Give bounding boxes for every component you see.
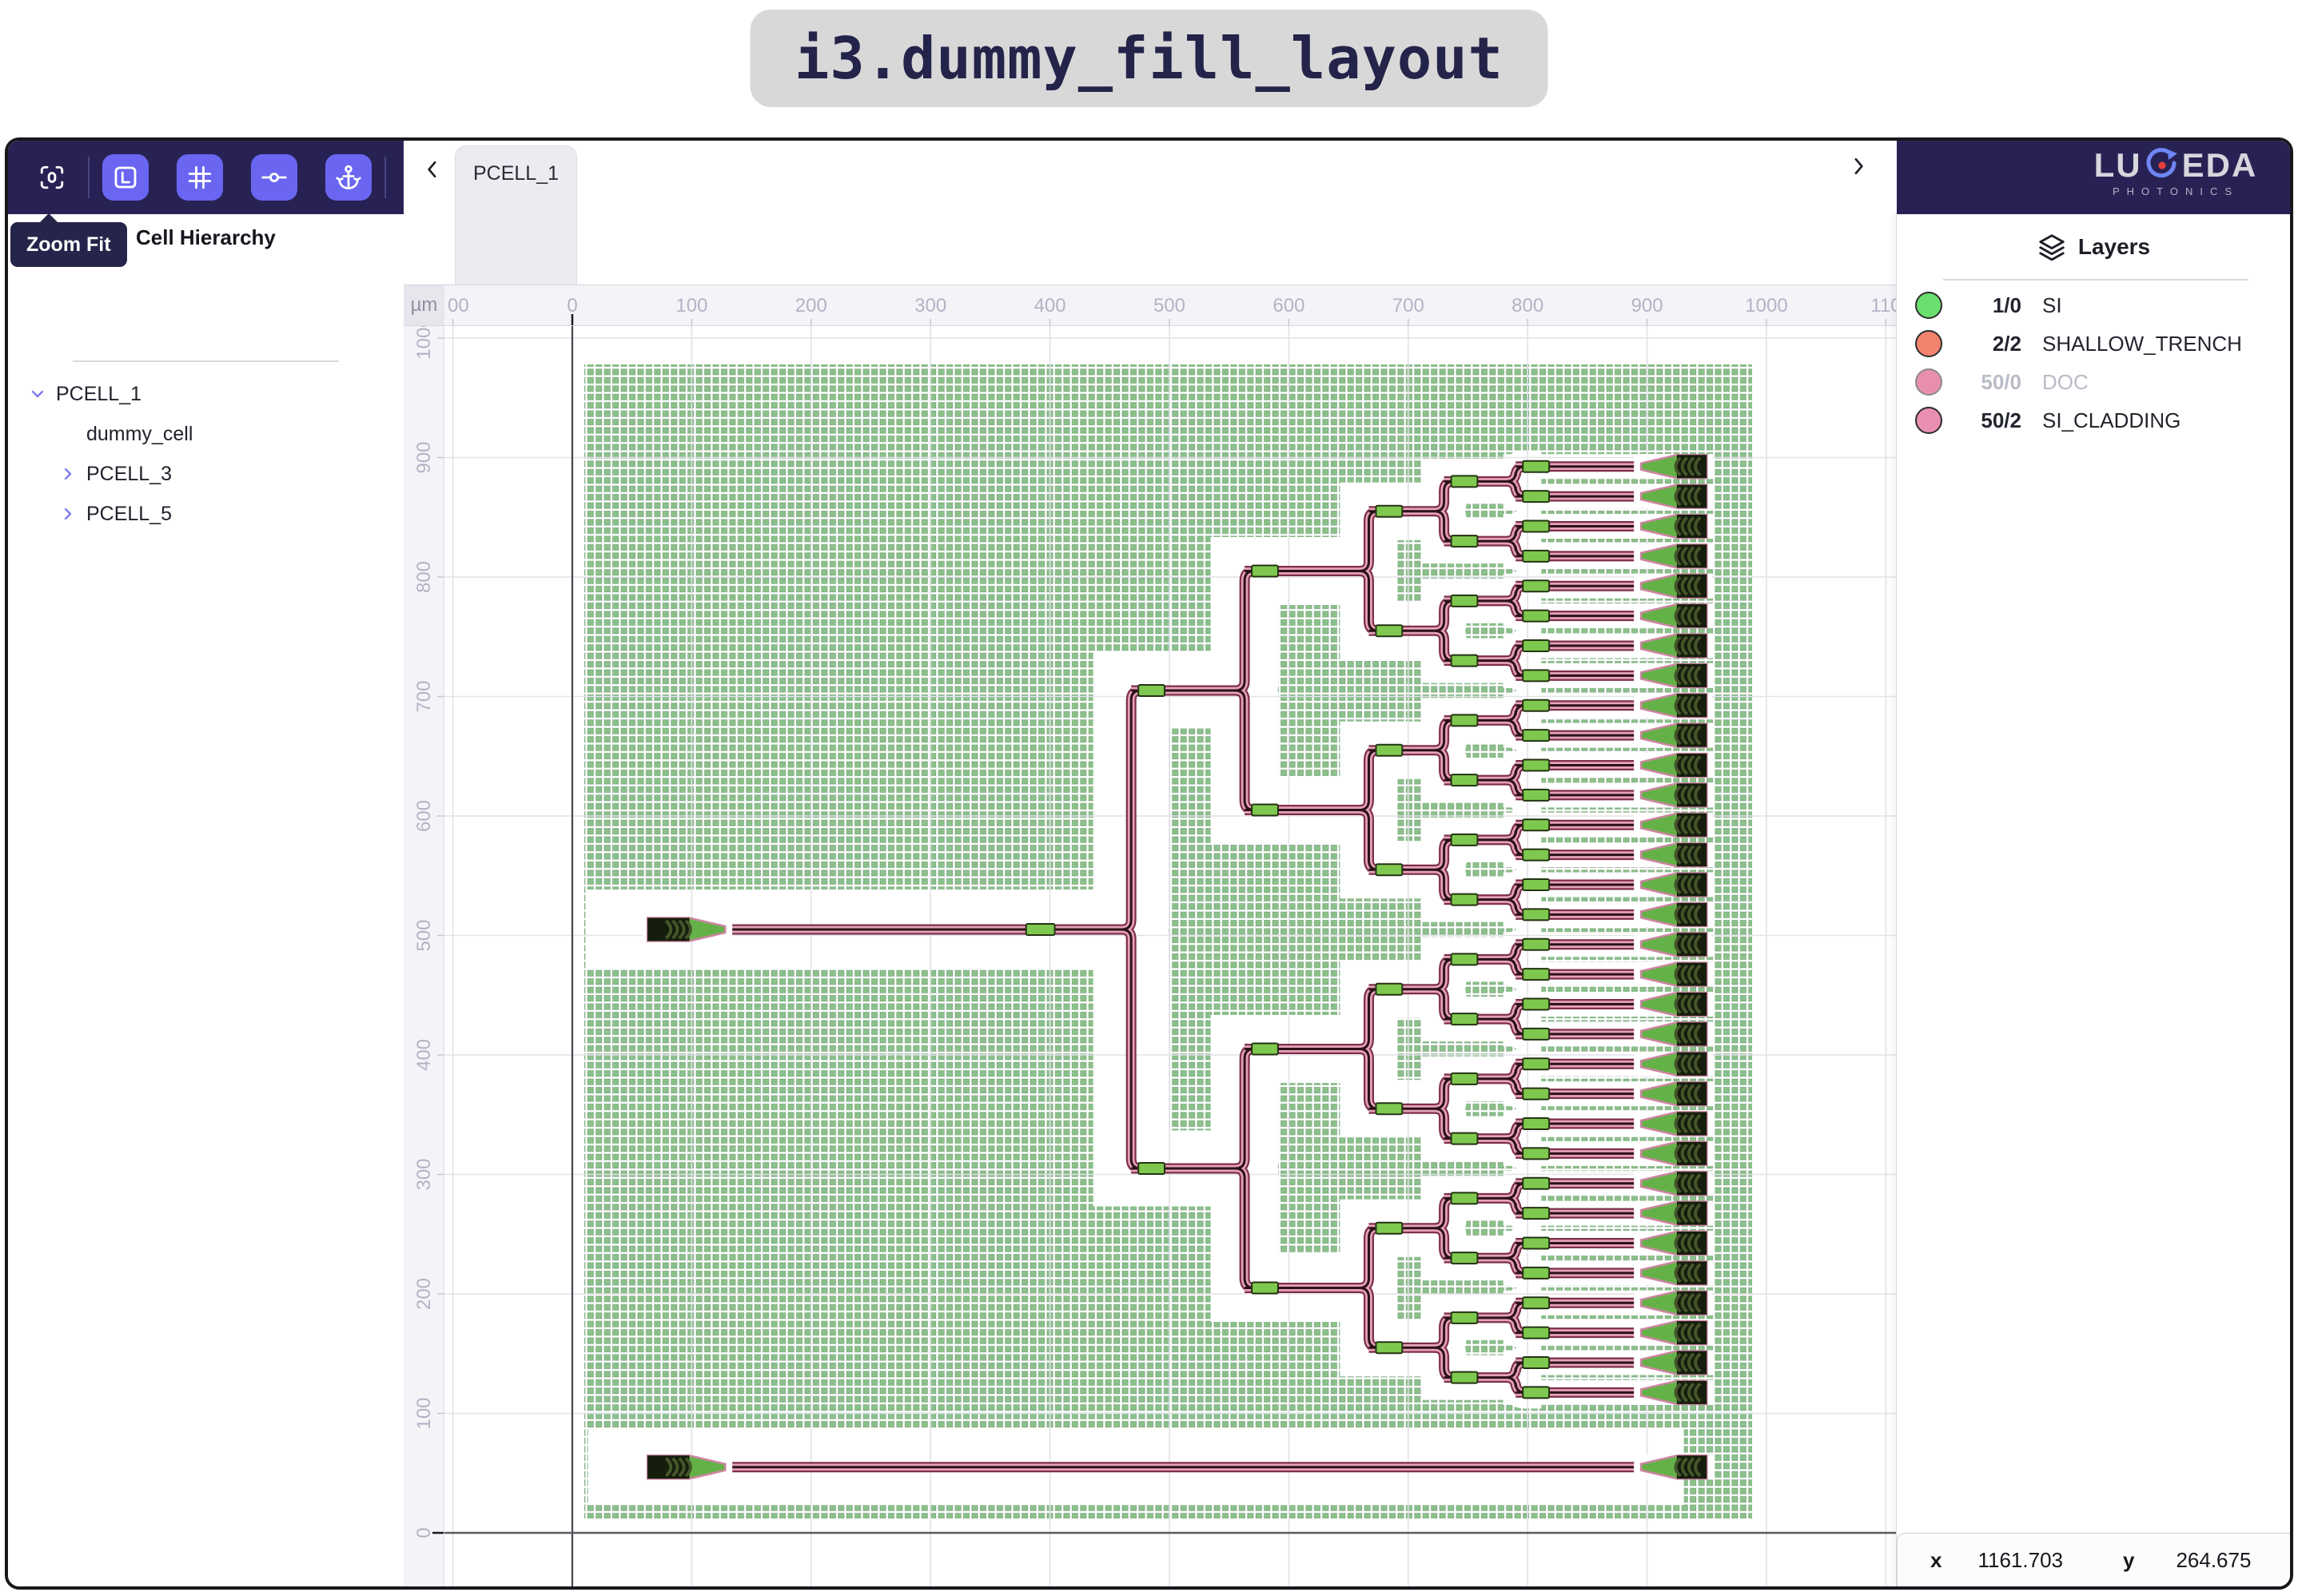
sidebar-divider xyxy=(73,360,339,362)
anchors-toggle-button[interactable] xyxy=(325,154,372,201)
app-window: LU EDA PHOTONICS Cell Hierarchy PCELL_1 … xyxy=(5,137,2293,1590)
layer-color-swatch[interactable] xyxy=(1915,368,1942,396)
logo-swirl-icon xyxy=(2144,147,2181,184)
layer-row-si_cladding[interactable]: 50/2 SI_CLADDING xyxy=(1897,401,2290,440)
svg-text:300: 300 xyxy=(413,1158,435,1190)
tree-expand-chevron[interactable] xyxy=(58,503,78,524)
chevron-right-icon xyxy=(1854,157,1863,175)
cell-hierarchy-panel: Cell Hierarchy PCELL_1 dummy_cell PCELL_… xyxy=(8,214,404,1586)
svg-text:00: 00 xyxy=(448,295,469,316)
svg-text:300: 300 xyxy=(914,295,946,316)
y-coordinate-label: y xyxy=(2122,1547,2135,1572)
svg-text:1000: 1000 xyxy=(413,326,435,360)
layer-row-si[interactable]: 1/0 SI xyxy=(1897,286,2290,324)
layers-icon xyxy=(2037,232,2067,262)
tree-item-dummy_cell[interactable]: dummy_cell xyxy=(86,422,193,445)
tree-item-pcell_5[interactable]: PCELL_5 xyxy=(8,494,404,534)
toolbar-divider xyxy=(88,157,90,198)
tree-item-pcell_3[interactable]: PCELL_3 xyxy=(8,454,404,494)
vertical-ruler: 0 100 200 300 400 500 600 700 800 900 1000 xyxy=(404,326,444,1586)
chevron-left-icon xyxy=(428,161,436,178)
tab-label: PCELL_1 xyxy=(472,162,560,185)
svg-text:600: 600 xyxy=(413,800,435,832)
layout-canvas[interactable] xyxy=(444,326,1897,1586)
tree-item-pcell_1[interactable]: PCELL_1 xyxy=(8,374,404,414)
layers-panel: Layers 1/0 SI 2/2 SHALLOW_TRENCH 50/0 DO… xyxy=(1896,214,2290,1586)
svg-text:800: 800 xyxy=(1511,295,1543,316)
svg-text:900: 900 xyxy=(1631,295,1663,316)
logo-text-start: LU xyxy=(2093,146,2142,184)
svg-text:0: 0 xyxy=(567,295,577,316)
tree-expand-chevron[interactable] xyxy=(58,464,78,484)
svg-text:800: 800 xyxy=(413,561,435,593)
page-title: i3.dummy_fill_layout xyxy=(750,10,1548,107)
cell-tree: PCELL_1 dummy_cell PCELL_3 PCELL_5 xyxy=(8,374,404,534)
tooltip-caret xyxy=(39,213,58,223)
logo-text-end: EDA xyxy=(2181,146,2258,184)
svg-text:100: 100 xyxy=(675,295,707,316)
layer-color-swatch[interactable] xyxy=(1915,292,1942,319)
svg-text:400: 400 xyxy=(413,1039,435,1071)
svg-text:500: 500 xyxy=(1153,295,1185,316)
tab-pcell-1[interactable]: PCELL_1 xyxy=(455,145,577,285)
svg-text:700: 700 xyxy=(1392,295,1424,316)
svg-text:500: 500 xyxy=(413,919,435,951)
ports-toggle-button[interactable] xyxy=(251,154,297,201)
expand-layers-button[interactable] xyxy=(1841,149,1876,184)
toolbar-divider xyxy=(384,157,386,198)
svg-text:1000: 1000 xyxy=(1745,295,1787,316)
logo-subtitle: PHOTONICS xyxy=(2112,185,2240,197)
grid-toggle-button[interactable] xyxy=(177,154,223,201)
layers-title: Layers xyxy=(2077,234,2151,259)
zoom-fit-button[interactable] xyxy=(29,154,75,201)
svg-text:100: 100 xyxy=(413,1397,435,1429)
layer-color-swatch[interactable] xyxy=(1915,330,1942,357)
svg-text:200: 200 xyxy=(413,1278,435,1310)
svg-text:110: 110 xyxy=(1870,295,1897,316)
layer-row-doc[interactable]: 50/0 DOC xyxy=(1897,363,2290,401)
svg-text:900: 900 xyxy=(413,441,435,473)
svg-text:0: 0 xyxy=(413,1527,435,1538)
tab-bar: PCELL_1 xyxy=(404,141,1897,285)
layer-row-shallow_trench[interactable]: 2/2 SHALLOW_TRENCH xyxy=(1897,324,2290,363)
x-coordinate-value: 1161.703 xyxy=(1977,1547,2063,1572)
svg-text:400: 400 xyxy=(1034,295,1066,316)
zoom-fit-tooltip: Zoom Fit xyxy=(10,213,127,267)
tree-collapse-chevron[interactable] xyxy=(27,384,48,404)
layer-color-swatch[interactable] xyxy=(1915,407,1942,434)
frame-toggle-button[interactable] xyxy=(102,154,149,201)
layer-list: 1/0 SI 2/2 SHALLOW_TRENCH 50/0 DOC 50/2 … xyxy=(1897,286,2290,440)
layers-divider xyxy=(1943,279,2248,281)
collapse-sidebar-button[interactable] xyxy=(415,152,450,187)
svg-text:200: 200 xyxy=(795,295,827,316)
ruler-unit-label: µm xyxy=(404,285,444,326)
layout-drawing xyxy=(444,326,1897,1586)
y-coordinate-value: 264.675 xyxy=(2176,1547,2252,1572)
svg-text:700: 700 xyxy=(413,680,435,712)
x-coordinate-label: x xyxy=(1930,1547,1942,1572)
luceda-logo: LU EDA PHOTONICS xyxy=(2084,146,2268,198)
svg-text:600: 600 xyxy=(1272,295,1304,316)
cursor-position-bar: x 1161.703 y 264.675 xyxy=(1897,1533,2290,1586)
cell-hierarchy-title: Cell Hierarchy xyxy=(136,225,276,249)
